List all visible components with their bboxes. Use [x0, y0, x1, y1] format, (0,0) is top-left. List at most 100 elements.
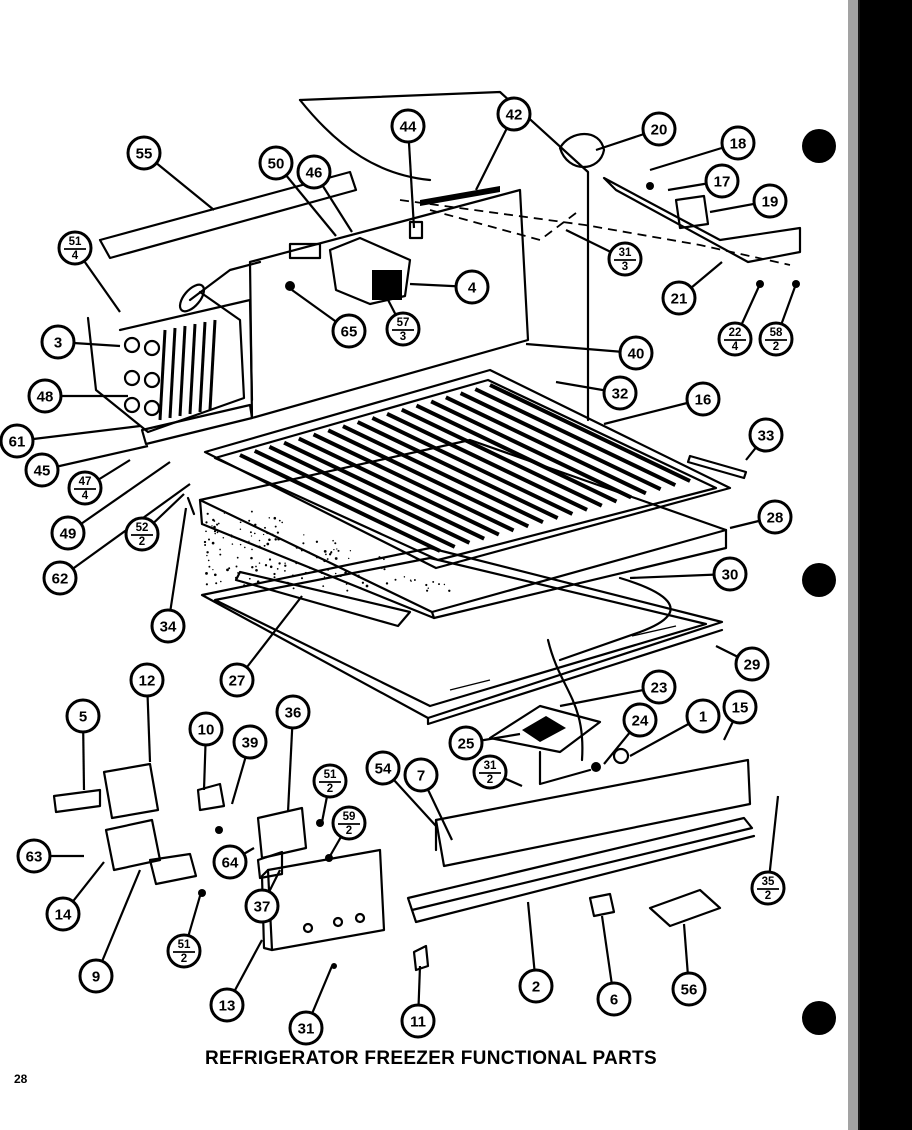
foam-speck — [205, 572, 208, 575]
grille-slat — [327, 428, 530, 529]
callout-51-qty-2: 512 — [166, 933, 202, 969]
foam-speck — [216, 531, 219, 534]
callout-circle — [454, 269, 490, 305]
callout-circle — [42, 560, 78, 596]
cabinet-back-panel — [248, 90, 791, 422]
callout-part-number: 51 — [69, 236, 82, 248]
leader-line — [67, 461, 171, 534]
foam-speck — [266, 532, 269, 535]
foam-speck — [326, 558, 329, 560]
page-number: 28 — [14, 1072, 28, 1086]
callout-58-qty-2: 582 — [758, 321, 794, 357]
scan-edge — [848, 0, 912, 1130]
callout-part-number: 32 — [612, 386, 629, 403]
foam-speck — [219, 548, 221, 551]
foam-speck — [273, 572, 276, 576]
callout-circle — [331, 805, 367, 841]
callout-part-number: 48 — [37, 389, 54, 406]
callout-circle — [403, 757, 439, 793]
callout-55: 55 — [126, 135, 162, 171]
grille-slat — [239, 453, 441, 553]
callout-part-number: 45 — [34, 463, 51, 480]
callout-quantity: 2 — [139, 536, 145, 548]
callout-circle — [720, 125, 756, 161]
callout-circle — [65, 698, 101, 734]
foam-speck — [239, 543, 242, 546]
callout-circle — [752, 183, 788, 219]
foam-speck — [213, 573, 217, 577]
foam-speck — [276, 568, 279, 570]
callout-part-number: 31 — [619, 247, 632, 259]
callout-59-qty-2: 592 — [331, 805, 367, 841]
grille-slat — [253, 449, 456, 549]
foam-speck — [276, 531, 280, 534]
foam-speck — [323, 576, 326, 578]
foam-speck — [251, 566, 254, 569]
grille-slat — [312, 432, 515, 533]
callout-part-number: 20 — [651, 122, 668, 139]
foam-speck — [258, 539, 261, 542]
callout-part-number: 14 — [55, 907, 72, 924]
callout-circle — [188, 711, 224, 747]
callout-part-number: 28 — [767, 510, 784, 527]
foam-speck — [255, 568, 258, 572]
callout-part-number: 57 — [397, 317, 410, 329]
foam-speck — [278, 562, 281, 565]
foam-speck — [413, 579, 416, 581]
foam-speck — [239, 528, 242, 530]
callout-quantity: 2 — [346, 825, 352, 837]
callout-quantity: 4 — [732, 341, 739, 353]
callout-part-number: 19 — [762, 194, 779, 211]
foam-speck — [238, 538, 241, 540]
callout-quantity: 2 — [487, 774, 493, 786]
grille-slat — [268, 444, 471, 545]
callout-part-number: 59 — [343, 811, 356, 823]
foam-speck — [383, 568, 386, 571]
callout-14: 14 — [45, 896, 81, 932]
foam-speck — [346, 589, 349, 592]
callout-40: 40 — [618, 335, 654, 371]
callout-45: 45 — [24, 452, 60, 488]
callout-63: 63 — [16, 838, 52, 874]
foam-speck — [295, 546, 299, 549]
callout-31-qty-2: 312 — [472, 754, 508, 790]
foam-speck — [271, 533, 274, 536]
callout-part-number: 42 — [506, 107, 523, 124]
foam-speck — [308, 551, 310, 554]
callout-36: 36 — [275, 694, 311, 730]
foam-speck — [262, 533, 265, 536]
foam-speck — [347, 557, 350, 560]
leader-line — [94, 869, 142, 977]
foam-speck — [309, 567, 311, 569]
callout-circle — [472, 754, 508, 790]
foam-speck — [216, 523, 219, 526]
callout-part-number: 63 — [26, 849, 43, 866]
callout-quantity: 2 — [181, 953, 187, 965]
callout-part-number: 27 — [229, 673, 246, 690]
callout-34: 34 — [150, 608, 186, 644]
callout-circle — [275, 694, 311, 730]
foam-speck — [330, 550, 333, 553]
callout-circle — [124, 516, 160, 552]
foam-speck — [250, 556, 253, 560]
callout-circle — [209, 987, 245, 1023]
foam-speck — [323, 559, 326, 563]
foam-speck — [230, 534, 233, 537]
callout-9: 9 — [78, 958, 114, 994]
callout-part-number: 13 — [219, 998, 236, 1015]
callout-part-number: 51 — [178, 939, 191, 951]
foam-speck — [337, 549, 340, 552]
callout-32: 32 — [602, 375, 638, 411]
foam-speck — [266, 542, 270, 546]
callout-part-number: 17 — [714, 174, 731, 191]
callout-48: 48 — [27, 378, 63, 414]
foam-speck — [254, 523, 257, 527]
leader-line — [41, 444, 149, 472]
callout-part-number: 54 — [375, 761, 392, 778]
callout-19: 19 — [752, 183, 788, 219]
callout-57-qty-3: 573 — [385, 311, 421, 347]
callout-circle — [57, 230, 93, 266]
callout-part-number: 65 — [341, 324, 358, 341]
callout-circle — [641, 669, 677, 705]
foam-speck — [273, 576, 276, 579]
